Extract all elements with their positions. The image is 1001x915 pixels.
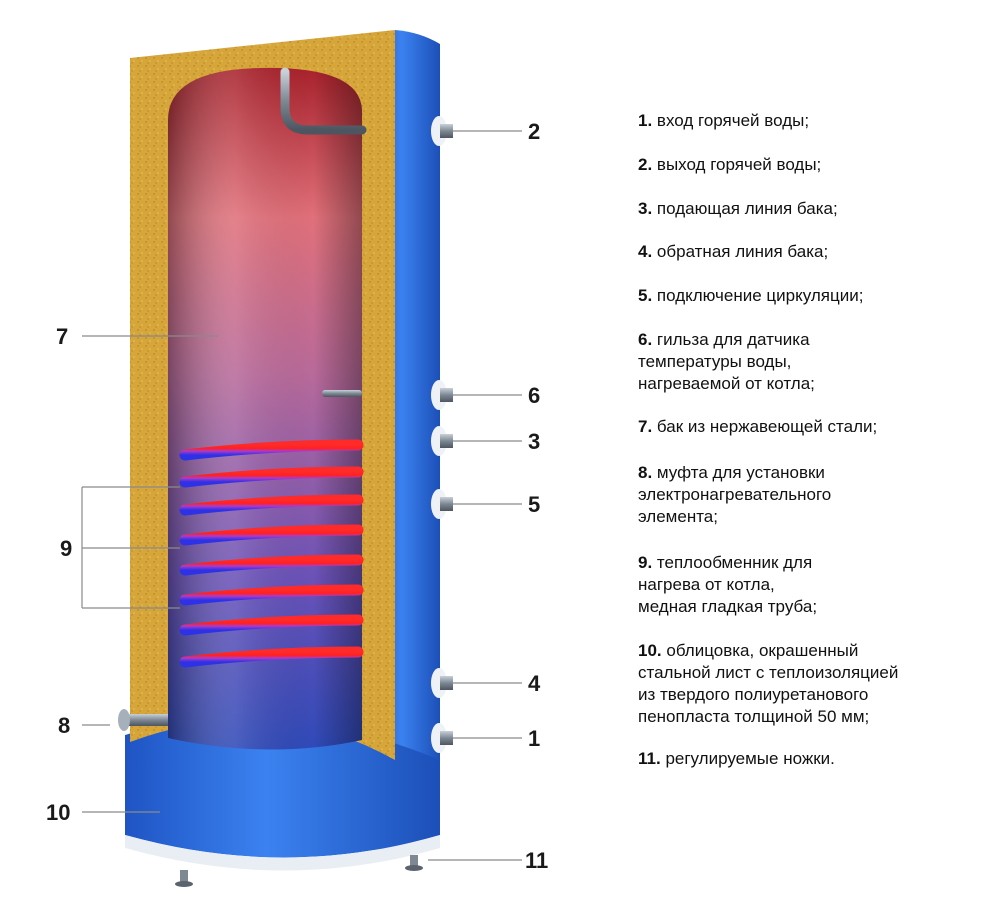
outlet-pipe (280, 67, 367, 135)
connection-6 (431, 380, 453, 410)
legend-item-2: 2. выход горячей воды; (638, 155, 822, 174)
callout-3: 3 (528, 429, 540, 454)
legend-item-4: 4. обратная линия бака; (638, 242, 829, 261)
legend-item-9: 9. теплообменник для нагрева от котла, м… (638, 553, 818, 616)
connection-4 (431, 668, 453, 698)
legend-item-8: 8. муфта для установки электронагревател… (638, 463, 832, 526)
legend-item-5: 5. подключение циркуляции; (638, 286, 864, 305)
sensor-sleeve (322, 390, 362, 397)
connections (431, 116, 453, 753)
callout-2: 2 (528, 119, 540, 144)
callout-1: 1 (528, 726, 540, 751)
callout-8: 8 (58, 713, 70, 738)
connection-3 (431, 426, 453, 456)
legend-item-1: 1. вход горячей воды; (638, 111, 810, 130)
legend-item-7: 7. бак из нержавеющей стали; (638, 417, 878, 436)
callout-6: 6 (528, 383, 540, 408)
legend-item-10: 10. облицовка, окрашенный стальной лист … (638, 641, 899, 726)
callout-10: 10 (46, 800, 70, 825)
callout-11: 11 (525, 848, 548, 873)
heat-exchanger-coil (179, 439, 364, 668)
callout-4: 4 (528, 671, 541, 696)
heater-coupling (118, 709, 168, 731)
leader-lines (81, 130, 522, 861)
adjustable-feet (175, 855, 423, 887)
connection-2 (431, 116, 453, 146)
callout-5: 5 (528, 492, 540, 517)
callout-7: 7 (56, 324, 68, 349)
callouts: 2 6 3 5 4 1 11 7 9 8 10 (46, 119, 548, 873)
connection-1 (431, 723, 453, 753)
legend-item-6: 6. гильза для датчика температуры воды, … (638, 330, 815, 393)
connection-5 (431, 489, 453, 519)
legend-item-11: 11. регулируемые ножки. (638, 749, 835, 768)
stainless-tank (168, 67, 362, 750)
callout-9: 9 (60, 536, 72, 561)
legend-item-3: 3. подающая линия бака; (638, 199, 838, 218)
